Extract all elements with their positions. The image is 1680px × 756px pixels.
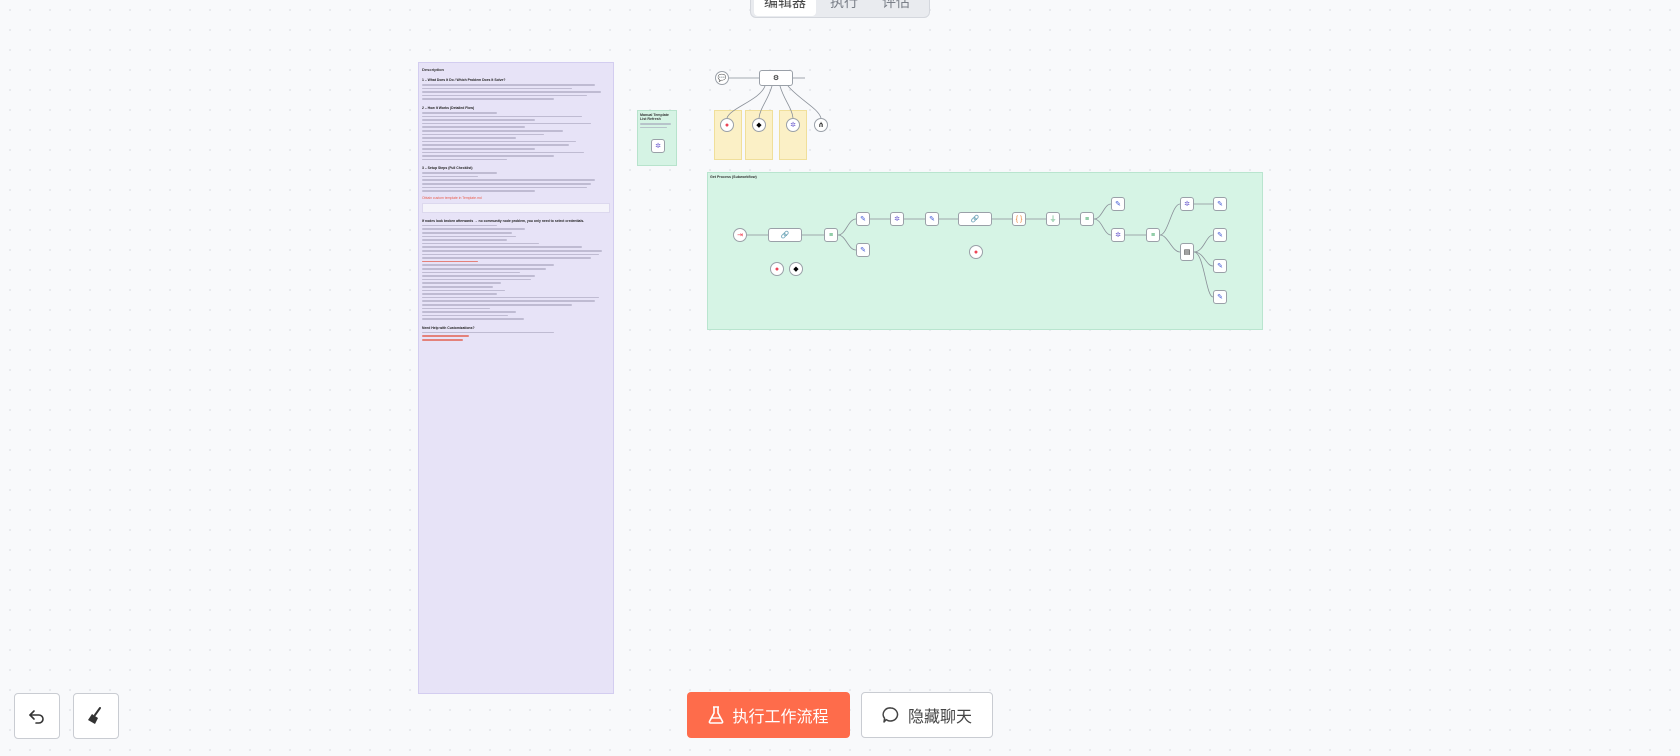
hide-chat-label: 隐藏聊天	[907, 709, 972, 726]
merge-node-2[interactable]: ✲	[1111, 228, 1125, 242]
set-node-2[interactable]: ✎	[856, 243, 870, 257]
undo-button[interactable]	[14, 693, 60, 739]
section-heading-help: Need Help with Customizations?	[422, 325, 475, 330]
tool-node-4[interactable]: ⋔	[814, 118, 828, 132]
set-node-5[interactable]: ✎	[1213, 197, 1227, 211]
description-sticky-note[interactable]: Description 1 – What Does It Do / Which …	[418, 62, 614, 694]
run-workflow-label: 执行工作流程	[732, 709, 829, 726]
set-node-8[interactable]: ✎	[1213, 290, 1227, 304]
description-title: Description	[422, 67, 445, 72]
code-block	[422, 202, 610, 213]
section-heading-1: 1 – What Does It Do / Which Problem Does…	[422, 78, 506, 82]
ai-agent-node[interactable]: ⚙	[759, 70, 793, 86]
http-request-node-2[interactable]: 🔗	[958, 212, 992, 226]
flask-icon	[709, 706, 724, 724]
filter-node[interactable]: ⏚	[1046, 212, 1060, 226]
hide-chat-button[interactable]: 隐藏聊天	[861, 692, 993, 738]
set-node-4[interactable]: ✎	[1111, 197, 1125, 211]
manual-refresh-sticky-note[interactable]: Manual Template List Refresh ✲	[637, 110, 677, 166]
aggregate-node[interactable]: ▤	[1180, 243, 1194, 261]
error-node-1[interactable]: ●	[770, 262, 784, 276]
section-heading-note: If nodes look broken afterwards → no com…	[422, 218, 585, 223]
set-node-6[interactable]: ✎	[1213, 228, 1227, 242]
chat-trigger-node[interactable]: 💬	[715, 71, 729, 85]
section-heading-3: 3 – Setup Steps (Full Checklist)	[422, 166, 473, 171]
error-node-3[interactable]: ●	[969, 245, 983, 259]
set-node-7[interactable]: ✎	[1213, 259, 1227, 273]
tab-editor[interactable]: 编辑器	[754, 0, 816, 16]
tidy-up-button[interactable]	[73, 693, 119, 739]
http-request-node[interactable]: 🔗	[768, 228, 802, 242]
tool-node-2[interactable]: ◆	[752, 118, 766, 132]
run-workflow-button[interactable]: 执行工作流程	[687, 692, 850, 738]
section-heading-2: 2 – How It Works (Detailed Flow)	[422, 105, 475, 110]
tool-node-1[interactable]: ●	[720, 118, 734, 132]
error-node-2[interactable]: ◆	[789, 262, 803, 276]
switch-node-1[interactable]: ≡	[824, 228, 838, 242]
tab-evaluations[interactable]: 评估	[882, 0, 910, 10]
broom-icon	[88, 707, 101, 724]
workflow-trigger-node[interactable]: ⇥	[733, 228, 747, 242]
view-tabs: 编辑器 执行 评估	[750, 0, 930, 18]
tab-executions[interactable]: 执行	[830, 0, 858, 10]
custom-template-link[interactable]: Obtain custom template in Template.md	[422, 195, 482, 200]
switch-node-2[interactable]: ≡	[1080, 212, 1094, 226]
set-node-3[interactable]: ✎	[925, 212, 939, 226]
tool-node-3[interactable]: ✲	[786, 118, 800, 132]
code-node[interactable]: { }	[1012, 212, 1026, 226]
merge-node-1[interactable]: ✲	[890, 212, 904, 226]
set-node-1[interactable]: ✎	[856, 212, 870, 226]
subworkflow-title: Get Process (Subworkflow)	[710, 175, 757, 179]
refresh-node[interactable]: ✲	[651, 139, 665, 153]
merge-node-3[interactable]: ✲	[1180, 197, 1194, 211]
manual-refresh-title: Manual Template List Refresh	[640, 113, 669, 121]
switch-node-3[interactable]: ≡	[1146, 228, 1160, 242]
chat-bubble-icon	[882, 707, 899, 723]
undo-icon	[29, 710, 44, 724]
subworkflow-sticky-note[interactable]: Get Process (Subworkflow)	[707, 172, 1263, 330]
